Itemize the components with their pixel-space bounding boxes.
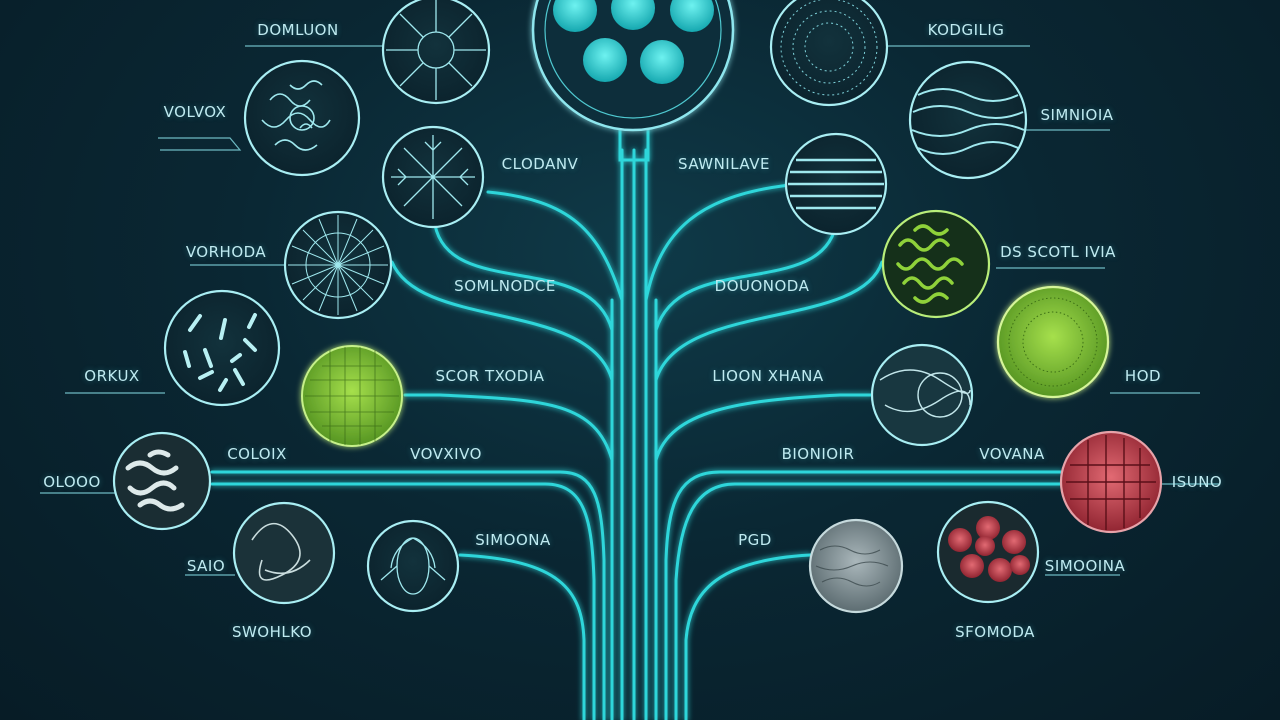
label-saio: SAIO bbox=[186, 557, 226, 575]
branch-line bbox=[644, 183, 792, 302]
green-cell-icon bbox=[301, 345, 403, 447]
branch-line bbox=[618, 116, 650, 162]
label-sfomoda: SFOMODA bbox=[955, 623, 1035, 641]
branch-line bbox=[210, 470, 606, 720]
label-domluon: DOMLUON bbox=[257, 21, 339, 39]
branch-line bbox=[486, 190, 624, 302]
dendrite-cell-icon bbox=[381, 125, 485, 229]
wave-pattern-cell-icon bbox=[908, 60, 1028, 180]
striped-cell-icon bbox=[784, 132, 888, 236]
fan-pattern-cell-icon bbox=[283, 210, 393, 320]
loop-pattern-cell-icon bbox=[232, 501, 336, 605]
label-isuno: ISUNO bbox=[1171, 473, 1223, 491]
label-volvox: VOLVOX bbox=[163, 103, 227, 121]
label-lioon-xhana: LIOON XHANA bbox=[712, 367, 824, 385]
label-orkux: ORKUX bbox=[84, 367, 140, 385]
label-douonoda: DOUONODA bbox=[714, 277, 810, 295]
branch-line bbox=[654, 260, 884, 382]
label-sawnilave: SAWNILAVE bbox=[678, 155, 770, 173]
label-vovxivo: VOVXIVO bbox=[410, 445, 482, 463]
branch-line bbox=[433, 223, 614, 332]
label-ds-scotl-ivia: DS SCOTL IVIA bbox=[1000, 243, 1116, 261]
tissue-cell-icon bbox=[870, 343, 974, 447]
label-olooo: OLOOO bbox=[43, 473, 101, 491]
dotted-cell-icon bbox=[769, 0, 889, 107]
radial-cell-icon bbox=[381, 0, 491, 105]
label-hod: HOD bbox=[1124, 367, 1162, 385]
label-kodgilig: KODGILIG bbox=[927, 21, 1005, 39]
label-pgd: PGD bbox=[738, 531, 772, 549]
maze-pattern-cell-icon bbox=[243, 59, 361, 177]
rod-bacteria-cell-icon bbox=[163, 289, 281, 407]
seed-cell-icon bbox=[366, 519, 460, 613]
label-clodanv: CLODANV bbox=[501, 155, 579, 173]
branch-line bbox=[210, 482, 596, 720]
branch-line bbox=[684, 553, 812, 720]
label-vorhoda: VORHODA bbox=[185, 243, 267, 261]
green-coil-cell-icon bbox=[881, 209, 991, 319]
branch-line bbox=[390, 260, 614, 382]
label-vovana: VOVANA bbox=[979, 445, 1045, 463]
worm-pattern-cell-icon bbox=[112, 431, 212, 531]
branch-line bbox=[674, 482, 1064, 720]
label-simnioia: SIMNIOIA bbox=[1040, 106, 1114, 124]
connector-line bbox=[158, 137, 242, 151]
label-swohlko: SWOHLKO bbox=[231, 623, 313, 641]
label-somlnodce: SOMLNODCE bbox=[454, 277, 556, 295]
branch-line bbox=[654, 223, 838, 332]
label-simoona: SIMOONA bbox=[475, 531, 551, 549]
branch-line bbox=[458, 553, 586, 720]
branch-line bbox=[654, 393, 874, 462]
red-cells-icon bbox=[936, 500, 1040, 604]
label-simooina: SIMOOINA bbox=[1044, 557, 1126, 575]
label-scor-txodia: SCOR TXODIA bbox=[435, 367, 545, 385]
green-dotted-cell-icon bbox=[996, 285, 1110, 399]
cell-cluster-icon bbox=[531, 0, 735, 132]
label-bionioir: BIONIOIR bbox=[781, 445, 855, 463]
branch-line bbox=[664, 470, 1064, 720]
grey-texture-cell-icon bbox=[808, 518, 904, 614]
tree-branches bbox=[210, 116, 1064, 720]
branch-line bbox=[403, 393, 614, 462]
red-tissue-cell-icon bbox=[1059, 430, 1163, 534]
label-coloix: COLOIX bbox=[227, 445, 287, 463]
